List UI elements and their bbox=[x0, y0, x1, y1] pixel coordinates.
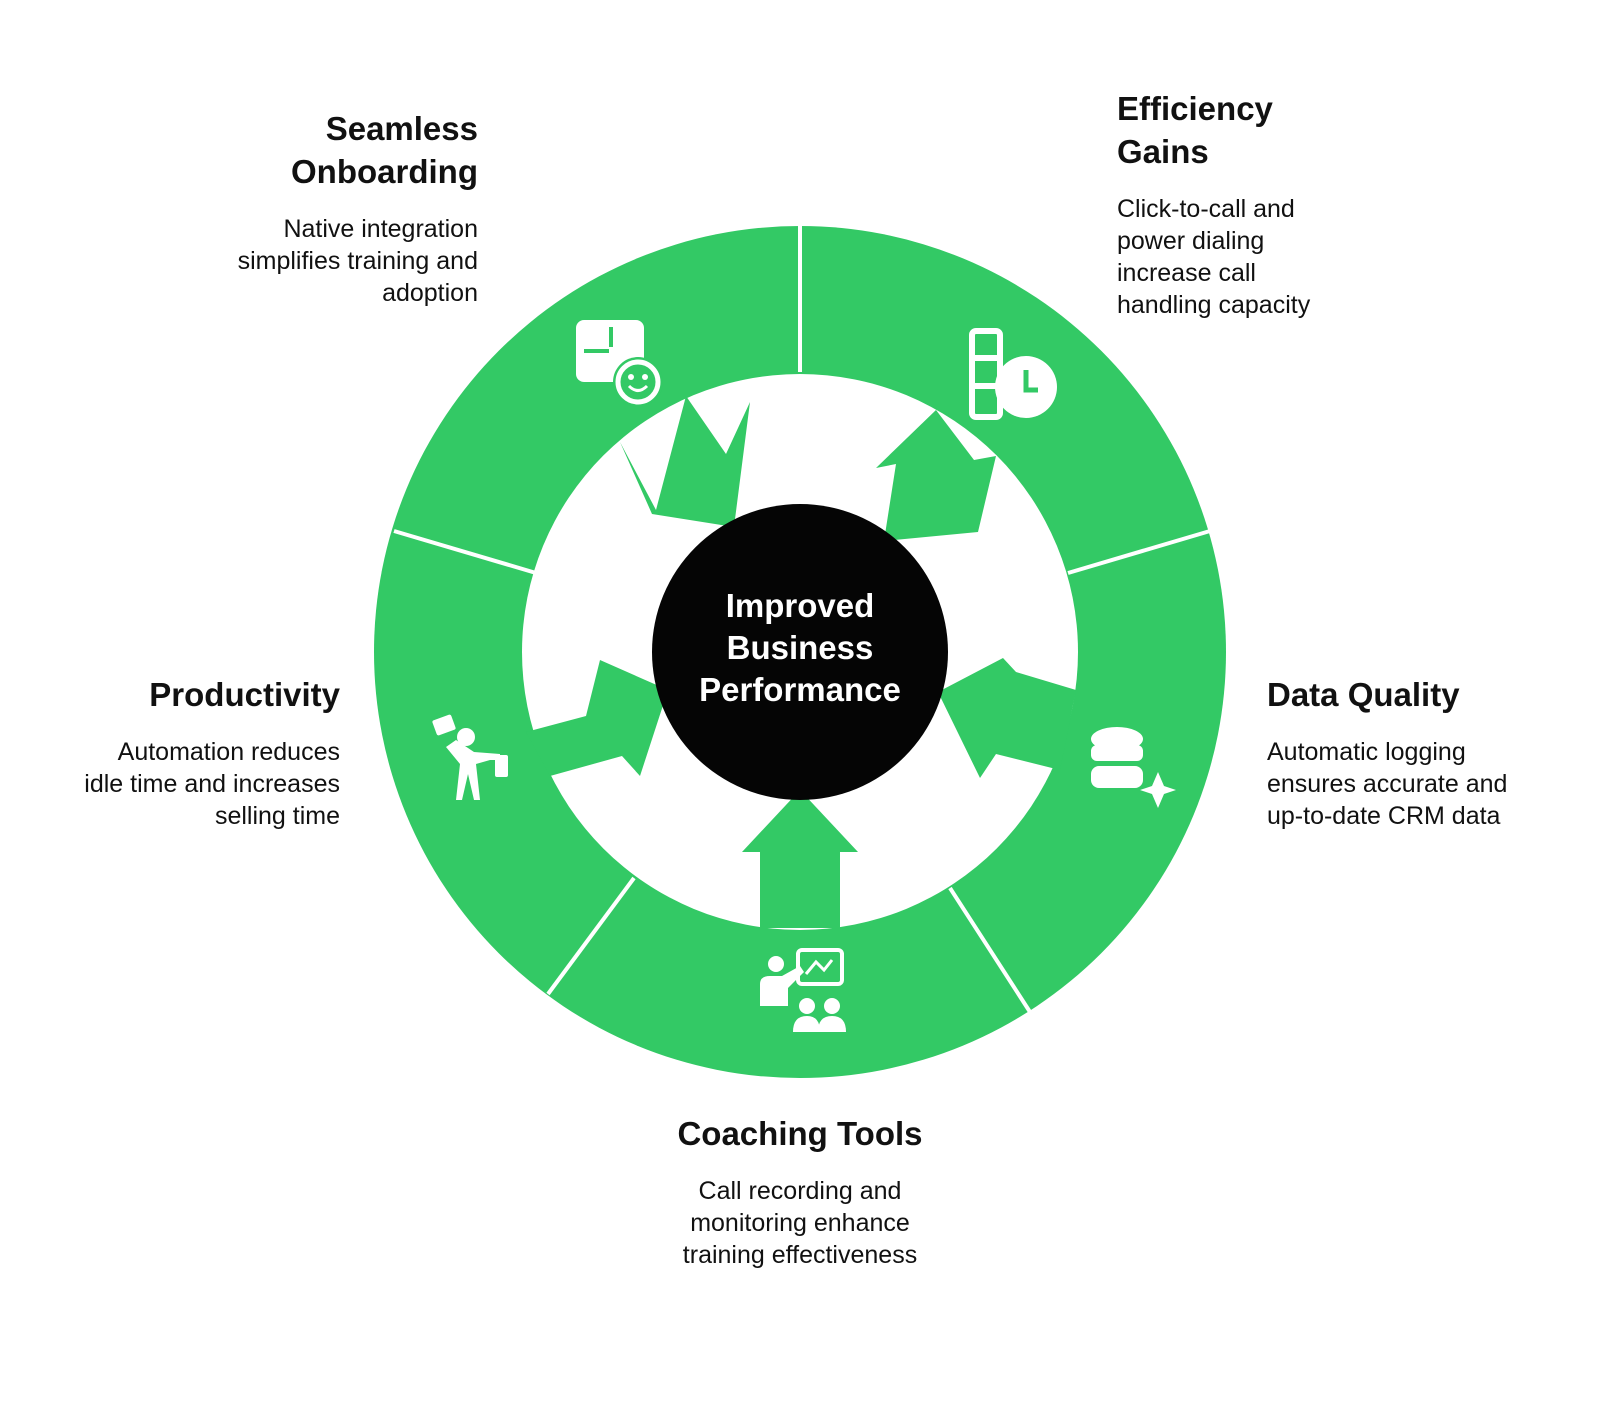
arrows bbox=[526, 396, 1076, 928]
separator-bottom-left bbox=[546, 876, 636, 996]
label-coaching-tools: Coaching Tools Call recording and monito… bbox=[650, 1112, 950, 1271]
arrow-data bbox=[938, 658, 1076, 778]
database-sparkle-icon bbox=[1091, 727, 1176, 808]
segment-description: Automation reduces idle time and increas… bbox=[84, 738, 340, 830]
separator-bottom-right bbox=[948, 886, 1032, 1014]
segment-title: Coaching Tools bbox=[677, 1115, 923, 1152]
segment-description: Automatic logging ensures accurate and u… bbox=[1267, 738, 1508, 830]
label-productivity: Productivity Automation reduces idle tim… bbox=[80, 673, 340, 832]
segment-separators bbox=[393, 226, 1211, 1014]
arrow-productivity bbox=[526, 660, 668, 776]
segment-title: Productivity bbox=[149, 676, 340, 713]
label-data-quality: Data Quality Automatic logging ensures a… bbox=[1267, 673, 1527, 832]
segment-title: Seamless Onboarding bbox=[291, 110, 478, 190]
ladder-clock-icon bbox=[969, 328, 1057, 420]
teacher-board-icon bbox=[760, 948, 846, 1032]
center-title: Improved Business Performance bbox=[699, 587, 901, 708]
center-circle bbox=[652, 504, 948, 800]
segment-description: Call recording and monitoring enhance tr… bbox=[682, 1177, 918, 1269]
segment-description: Click-to-call and power dialing increase… bbox=[1117, 195, 1311, 319]
puzzle-face-icon bbox=[576, 320, 663, 407]
segment-title: Data Quality bbox=[1267, 676, 1460, 713]
segment-description: Native integration simplifies training a… bbox=[237, 215, 478, 307]
separator-left bbox=[393, 529, 537, 575]
segment-title: Efficiency Gains bbox=[1117, 90, 1273, 170]
label-efficiency-gains: Efficiency Gains Click-to-call and power… bbox=[1117, 87, 1377, 321]
juggling-person-icon bbox=[432, 714, 508, 800]
arrow-onboarding bbox=[620, 396, 750, 527]
arrow-coaching bbox=[742, 790, 858, 928]
separator-right bbox=[1067, 529, 1211, 575]
arrow-efficiency bbox=[876, 410, 996, 541]
label-seamless-onboarding: Seamless Onboarding Native integration s… bbox=[218, 107, 478, 309]
